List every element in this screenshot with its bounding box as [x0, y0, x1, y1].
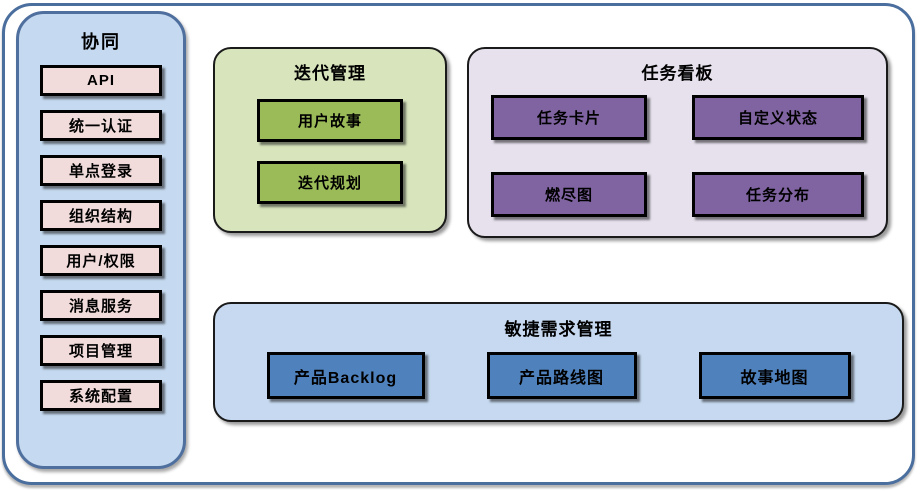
sidebar-item-org-structure: 组织结构 — [40, 200, 162, 231]
panel-iteration-management: 迭代管理 用户故事 迭代规划 — [213, 47, 447, 233]
iteration-item-user-story: 用户故事 — [257, 99, 403, 142]
sidebar-item-api: API — [40, 65, 162, 96]
panel-iteration-body: 用户故事 迭代规划 — [215, 99, 445, 204]
kanban-item-task-card: 任务卡片 — [491, 95, 647, 140]
panel-task-kanban: 任务看板 任务卡片 自定义状态 燃尽图 任务分布 — [467, 47, 888, 238]
sidebar-collaboration: 协同 API 统一认证 单点登录 组织结构 用户/权限 消息服务 项目管理 系统… — [16, 11, 186, 469]
sidebar-item-message-service: 消息服务 — [40, 290, 162, 321]
sidebar-item-unified-auth: 统一认证 — [40, 110, 162, 141]
requirements-item-product-roadmap: 产品路线图 — [486, 352, 637, 399]
panel-kanban-title: 任务看板 — [641, 64, 714, 83]
panel-requirements-body: 产品Backlog 产品路线图 故事地图 — [215, 352, 902, 399]
sidebar-item-user-permissions: 用户/权限 — [40, 245, 162, 276]
iteration-item-sprint-planning: 迭代规划 — [257, 161, 403, 204]
panel-kanban-body: 任务卡片 自定义状态 燃尽图 任务分布 — [469, 95, 886, 217]
requirements-item-product-backlog: 产品Backlog — [266, 352, 425, 399]
panel-requirements-title: 敏捷需求管理 — [504, 320, 613, 339]
kanban-item-custom-status: 自定义状态 — [692, 95, 864, 140]
sidebar-item-sso: 单点登录 — [40, 155, 162, 186]
kanban-item-burndown-chart: 燃尽图 — [491, 172, 647, 217]
sidebar-item-system-config: 系统配置 — [40, 380, 162, 411]
sidebar-item-project-management: 项目管理 — [40, 335, 162, 366]
sidebar-title: 协同 — [81, 32, 121, 52]
panel-agile-requirements: 敏捷需求管理 产品Backlog 产品路线图 故事地图 — [213, 302, 904, 422]
requirements-item-story-map: 故事地图 — [698, 352, 851, 399]
panel-iteration-title: 迭代管理 — [294, 64, 366, 83]
sidebar-items: API 统一认证 单点登录 组织结构 用户/权限 消息服务 项目管理 系统配置 — [40, 65, 162, 411]
kanban-item-task-distribution: 任务分布 — [692, 172, 864, 217]
